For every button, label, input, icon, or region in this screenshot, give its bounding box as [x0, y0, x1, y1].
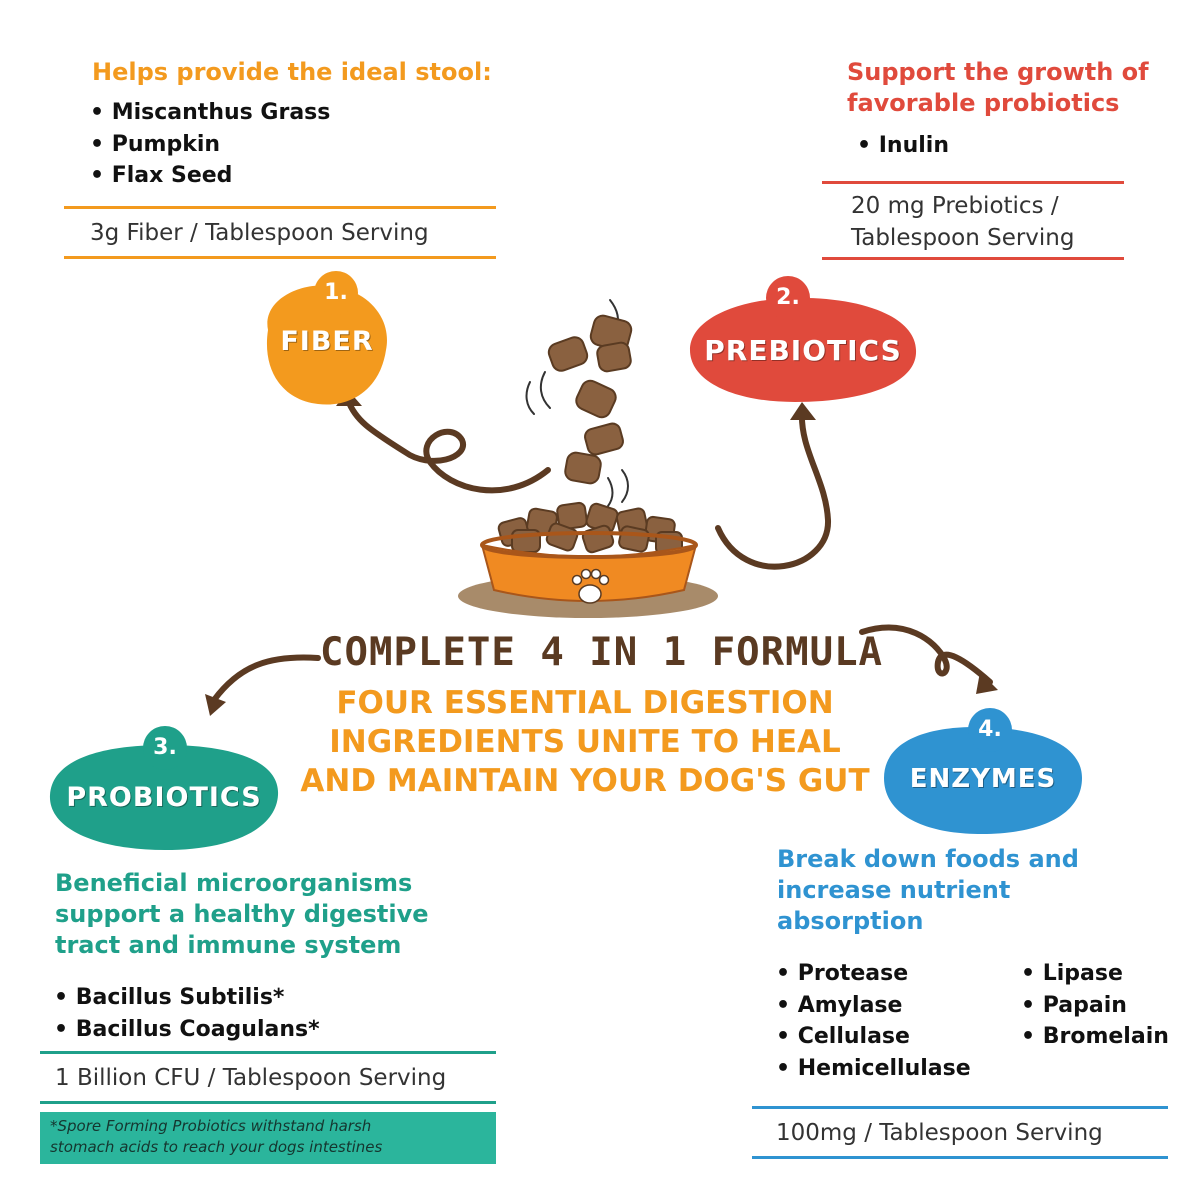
prebiotics-divider-top [822, 181, 1124, 184]
probiotics-note: *Spore Forming Probiotics withstand hars… [40, 1112, 496, 1164]
list-item: Bacillus Subtilis* [54, 982, 320, 1014]
fiber-heading: Helps provide the ideal stool: [92, 58, 492, 86]
formula-subtitle-line: FOUR ESSENTIAL DIGESTION [336, 685, 834, 721]
arrowhead-enzymes [976, 672, 998, 694]
arrow-to-enzymes [859, 624, 993, 685]
list-item: Flax Seed [90, 160, 330, 192]
list-item: Hemicellulase [776, 1053, 971, 1085]
probiotics-note-line: stomach acids to reach your dogs intesti… [50, 1138, 383, 1156]
probiotics-heading-line: Beneficial microorganisms [55, 869, 413, 897]
probiotics-divider-top [40, 1051, 496, 1054]
enzymes-list-col2: Lipase Papain Bromelain [1021, 958, 1169, 1053]
list-item: Bacillus Coagulans* [54, 1014, 320, 1046]
arrowhead-prebiotics [790, 402, 816, 420]
prebiotics-number: 2. [776, 285, 800, 310]
kibble [564, 451, 602, 485]
enzymes-heading-line: increase nutrient [777, 876, 1011, 904]
probiotics-note-line: *Spore Forming Probiotics withstand hars… [50, 1117, 372, 1135]
arrow-to-fiber [345, 397, 551, 494]
enzymes-divider-top [752, 1106, 1168, 1109]
arrow-to-probiotics [211, 654, 321, 703]
fiber-ingredients-list: Miscanthus Grass Pumpkin Flax Seed [90, 97, 331, 192]
prebiotics-blob [690, 297, 917, 402]
paw-print-icon [571, 568, 610, 604]
enzymes-list-col1: Protease Amylase Cellulase Hemicellulase [776, 958, 971, 1084]
arrow-to-prebiotics [715, 409, 832, 570]
formula-subtitle-line: INGREDIENTS UNITE TO HEAL [329, 724, 841, 760]
prebiotics-serving-line: 20 mg Prebiotics / [851, 193, 1059, 219]
enzymes-label: ENZYMES [909, 764, 1057, 794]
probiotics-serving: 1 Billion CFU / Tablespoon Serving [55, 1065, 447, 1091]
fiber-label: FIBER [280, 325, 374, 357]
prebiotics-heading: Support the growth of favorable probioti… [847, 57, 1149, 119]
prebiotics-heading-line: favorable probiotics [847, 89, 1120, 117]
probiotics-number: 3. [153, 735, 177, 760]
enzymes-serving: 100mg / Tablespoon Serving [776, 1120, 1103, 1146]
formula-subtitle-line: AND MAINTAIN YOUR DOG'S GUT [300, 763, 870, 799]
enzymes-blob [884, 726, 1082, 834]
probiotics-ingredients-list: Bacillus Subtilis* Bacillus Coagulans* [54, 982, 320, 1045]
list-item: Lipase [1021, 958, 1169, 990]
list-item: Papain [1021, 990, 1169, 1022]
list-item: Bromelain [1021, 1021, 1169, 1053]
fiber-serving: 3g Fiber / Tablespoon Serving [90, 220, 429, 246]
probiotics-label: PROBIOTICS [66, 781, 262, 813]
list-item: Protease [776, 958, 971, 990]
arrowhead-probiotics [205, 694, 226, 716]
probiotics-heading-line: support a healthy digestive [55, 900, 429, 928]
probiotics-divider-bottom [40, 1101, 496, 1104]
prebiotics-label: PREBIOTICS [704, 333, 902, 367]
fiber-divider-top [64, 206, 496, 209]
enzymes-heading: Break down foods and increase nutrient a… [777, 844, 1079, 937]
kibble [584, 422, 624, 456]
probiotics-heading: Beneficial microorganisms support a heal… [55, 868, 429, 961]
list-item: Cellulase [776, 1021, 971, 1053]
list-item: Inulin [857, 130, 949, 162]
enzymes-heading-line: Break down foods and [777, 845, 1079, 873]
enzymes-number: 4. [978, 717, 1002, 742]
prebiotics-serving-line: Tablespoon Serving [851, 225, 1075, 251]
fiber-blob [266, 285, 387, 405]
kibble [596, 341, 632, 373]
prebiotics-heading-line: Support the growth of [847, 58, 1149, 86]
probiotics-heading-line: tract and immune system [55, 931, 402, 959]
kibble [547, 336, 589, 372]
list-item: Pumpkin [90, 129, 330, 161]
prebiotics-ingredients-list: Inulin [857, 130, 949, 162]
prebiotics-serving: 20 mg Prebiotics / Tablespoon Serving [851, 190, 1074, 254]
fiber-divider-bottom [64, 256, 496, 259]
list-item: Miscanthus Grass [90, 97, 331, 129]
kibble [575, 379, 617, 419]
enzymes-heading-line: absorption [777, 907, 924, 935]
list-item: Amylase [776, 990, 971, 1022]
formula-subtitle: FOUR ESSENTIAL DIGESTION INGREDIENTS UNI… [290, 684, 880, 801]
formula-title: COMPLETE 4 IN 1 FORMULA [320, 630, 884, 675]
probiotics-blob [49, 745, 279, 850]
prebiotics-divider-bottom [822, 257, 1124, 260]
enzymes-divider-bottom [752, 1156, 1168, 1159]
fiber-number: 1. [324, 280, 348, 305]
